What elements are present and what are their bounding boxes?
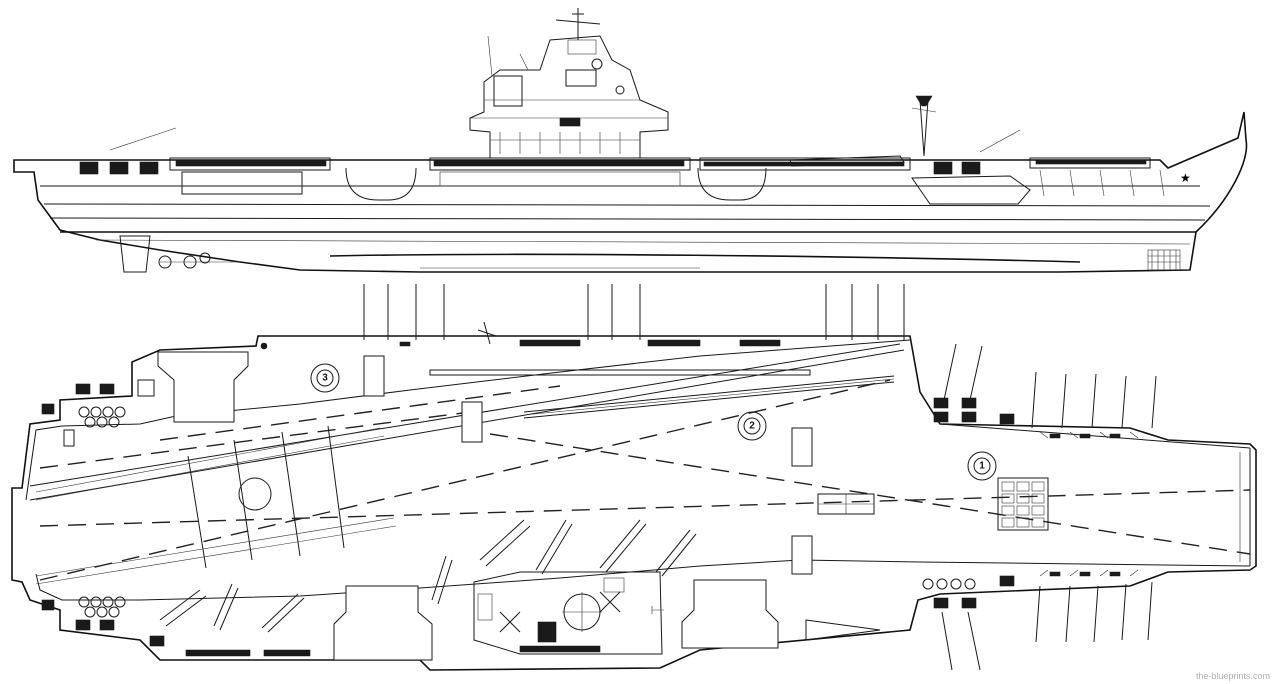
deck-edge-equipment [79, 159, 1147, 175]
helipad-1: 1 [967, 451, 997, 481]
island-superstructure [469, 8, 669, 158]
elevator-fwd [157, 351, 249, 423]
plan-view: 1 2 3 [11, 284, 1257, 671]
bow-star-icon: ★ [1180, 171, 1191, 185]
watermark-text: the-blueprints.com [1195, 671, 1270, 681]
bow-mast [911, 95, 937, 157]
elevator-aft-stbd [681, 579, 779, 649]
helipad-3: 3 [310, 363, 340, 393]
flight-deck-outline [11, 335, 1257, 671]
outriggers-bottom [651, 581, 1153, 671]
gun-mounts [41, 383, 1015, 647]
arrestor-gear [35, 425, 397, 585]
helipad-2: 2 [737, 411, 767, 441]
stern-rudder [119, 235, 151, 273]
outriggers-top [363, 284, 1157, 429]
svg-text:1: 1 [979, 461, 985, 472]
elevator-aft-port [333, 585, 433, 661]
svg-text:2: 2 [749, 421, 755, 432]
side-profile-view: ★ [13, 8, 1248, 273]
missile-silo-grid [997, 477, 1049, 531]
parked-aircraft [159, 519, 881, 641]
island-plan [473, 571, 663, 655]
hull-outline [13, 111, 1248, 273]
svg-text:3: 3 [322, 373, 328, 384]
